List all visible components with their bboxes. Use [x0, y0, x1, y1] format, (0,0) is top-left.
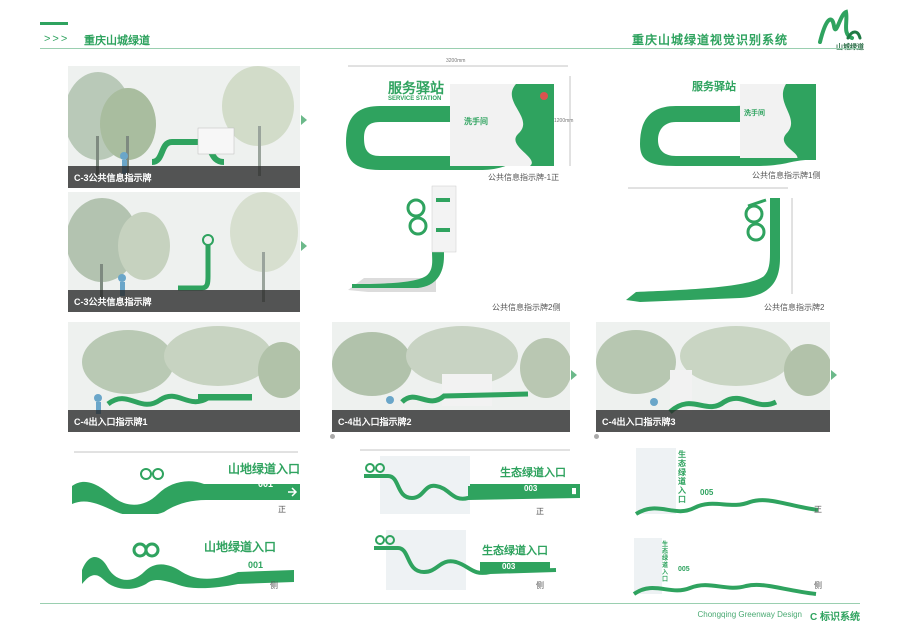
entrance-sign-2-front: 生态绿道入口 003 — [340, 446, 582, 518]
side-eco-entry-title: 生态绿道入口 — [482, 545, 548, 557]
side-entry-number-001: 001 — [248, 560, 264, 570]
scene-photo-c4-2: C-4出入口指示牌2 — [332, 322, 570, 432]
side-entry-number-003: 003 — [502, 562, 516, 571]
footer-divider — [40, 603, 860, 604]
arrow-marker — [301, 241, 307, 251]
eco-entry-title: 生态绿道入口 — [500, 467, 566, 479]
scene-trees — [68, 66, 300, 188]
info-sign-2 — [620, 184, 796, 306]
toilet-label: 洗手间 — [464, 117, 488, 126]
label-side-2: 公共信息指示牌2侧 — [492, 303, 561, 312]
header-right-title: 重庆山城绿道视觉识别系统 — [631, 33, 788, 47]
dot-marker — [330, 434, 335, 439]
service-sign-side: 服务驿站 洗手间 — [636, 70, 826, 166]
label-front: 正 — [278, 505, 286, 514]
label-front: 正 — [814, 505, 822, 514]
header-accent-bar — [40, 22, 68, 25]
scene-photo-c3-2: C-3公共信息指示牌 — [68, 192, 300, 312]
side-toilet-label: 洗手间 — [744, 110, 765, 117]
label-side: 侧 — [270, 581, 278, 590]
photo-caption: C-3公共信息指示牌 — [68, 166, 300, 188]
photo-caption: C-4出入口指示牌1 — [68, 410, 300, 432]
arrow-marker — [831, 370, 837, 380]
service-sign-front: 服务驿站 SERVICE STATION 洗手间 3200mm 1200mm — [340, 58, 574, 174]
header-left-title: 重庆山城绿道 — [84, 35, 150, 47]
photo-caption: C-4出入口指示牌2 — [332, 410, 570, 432]
mountain-entry-title: 山地绿道入口 — [228, 462, 301, 476]
dim-width: 3200mm — [446, 58, 466, 64]
label-sign-2: 公共信息指示牌2 — [764, 303, 825, 312]
photo-caption: C-3公共信息指示牌 — [68, 290, 300, 312]
logo-text: 山城绿道 — [836, 42, 864, 52]
side-vertical-entry-title: 生态绿道入口 — [662, 542, 669, 583]
footer-english: Chongqing Greenway Design — [697, 610, 802, 619]
label-side: 侧 — [814, 581, 822, 590]
entry-number-003: 003 — [524, 484, 538, 493]
footer-section: C 标识系统 — [810, 612, 860, 623]
side-entry-number-005: 005 — [678, 566, 690, 573]
label-front: 正 — [536, 507, 544, 516]
side-service-title: 服务驿站 — [692, 81, 736, 93]
entrance-sign-3-front: 生态绿道入口 005 — [618, 444, 824, 520]
vertical-entry-title: 生态绿道入口 — [678, 450, 686, 504]
dim-height: 1200mm — [554, 118, 574, 124]
arrow-marker — [301, 115, 307, 125]
service-station-title: 服务驿站 — [388, 80, 444, 96]
entrance-sign-1-side: 山地绿道入口 001 — [78, 530, 298, 590]
scene-photo-c4-3: C-4出入口指示牌3 — [596, 322, 830, 432]
label-side-1: 公共信息指示牌1侧 — [752, 171, 821, 180]
service-station-en: SERVICE STATION — [388, 96, 442, 102]
photo-caption: C-4出入口指示牌3 — [596, 410, 830, 432]
header-divider — [40, 48, 860, 49]
entry-number-001: 001 — [258, 479, 274, 489]
entrance-sign-2-side: 生态绿道入口 003 — [360, 528, 560, 592]
dot-marker — [594, 434, 599, 439]
scene-photo-c3-1: C-3公共信息指示牌 — [68, 66, 300, 188]
greenway-logo-icon — [818, 9, 862, 44]
label-front-1: 公共信息指示牌-1正 — [488, 173, 560, 182]
arrow-marker — [571, 370, 577, 380]
label-side: 侧 — [536, 581, 544, 590]
entrance-sign-3-side: 生态绿道入口 005 — [630, 536, 820, 598]
entrance-sign-1-front: 山地绿道入口 001 — [52, 448, 304, 517]
scene-photo-c4-1: C-4出入口指示牌1 — [68, 322, 300, 432]
info-sign-2-side — [344, 182, 468, 298]
side-mountain-entry-title: 山地绿道入口 — [204, 540, 277, 554]
entry-number-005: 005 — [700, 488, 714, 497]
header-arrows: >>> — [44, 33, 70, 45]
